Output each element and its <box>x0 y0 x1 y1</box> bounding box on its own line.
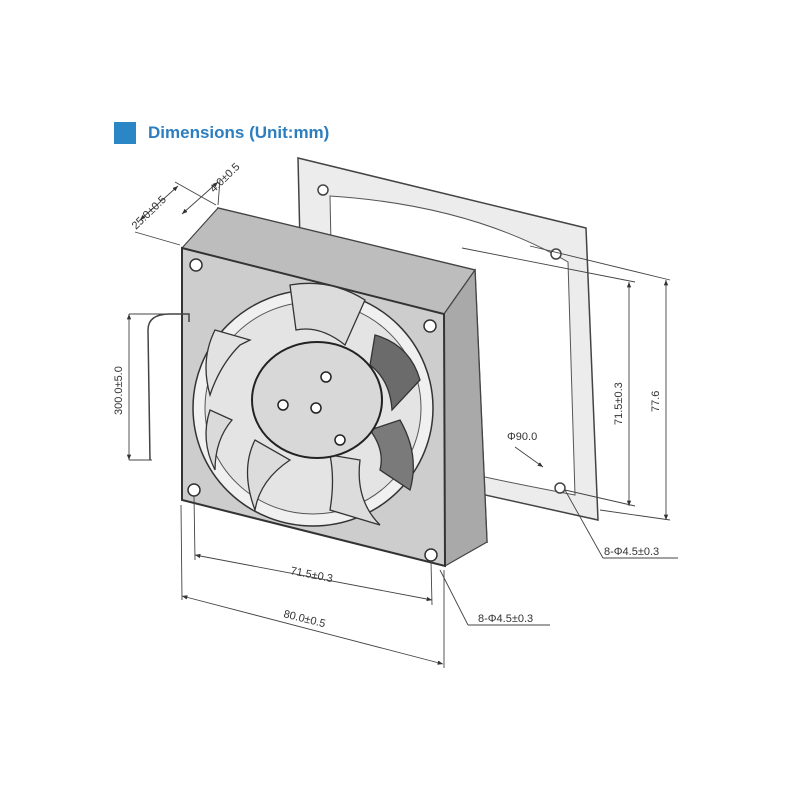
guard-hole-icon <box>317 184 329 196</box>
cable-length-label: 300.0±5.0 <box>113 366 125 415</box>
frame-width-label: 80.0±0.5 <box>282 608 326 630</box>
fan-hub <box>251 341 383 459</box>
guard-hole-icon <box>554 482 566 494</box>
holes-right-label: 8-Φ4.5±0.3 <box>604 546 659 558</box>
frame-height-label: 77.6 <box>650 391 662 412</box>
hole-pitch-vertical-label: 71.5±0.3 <box>613 382 625 425</box>
flange-label: 4.0±0.5 <box>208 161 243 195</box>
mount-hole-icon <box>423 319 437 333</box>
depth-label: 25.0±0.5 <box>130 194 169 232</box>
holes-bottom-label: 8-Φ4.5±0.3 <box>478 613 533 625</box>
mount-hole-icon <box>187 483 201 497</box>
mount-hole-icon <box>424 548 438 562</box>
section-header: Dimensions (Unit:mm) <box>114 121 329 145</box>
mount-hole-icon <box>189 258 203 272</box>
guard-hole-icon <box>550 248 562 260</box>
fan-blades <box>205 282 421 526</box>
hole-pitch-horizontal-label: 71.5±0.3 <box>289 565 333 585</box>
section-title: Dimensions (Unit:mm) <box>148 123 330 142</box>
section-marker-icon <box>114 122 136 144</box>
guard-diameter-label: Φ90.0 <box>507 431 537 443</box>
